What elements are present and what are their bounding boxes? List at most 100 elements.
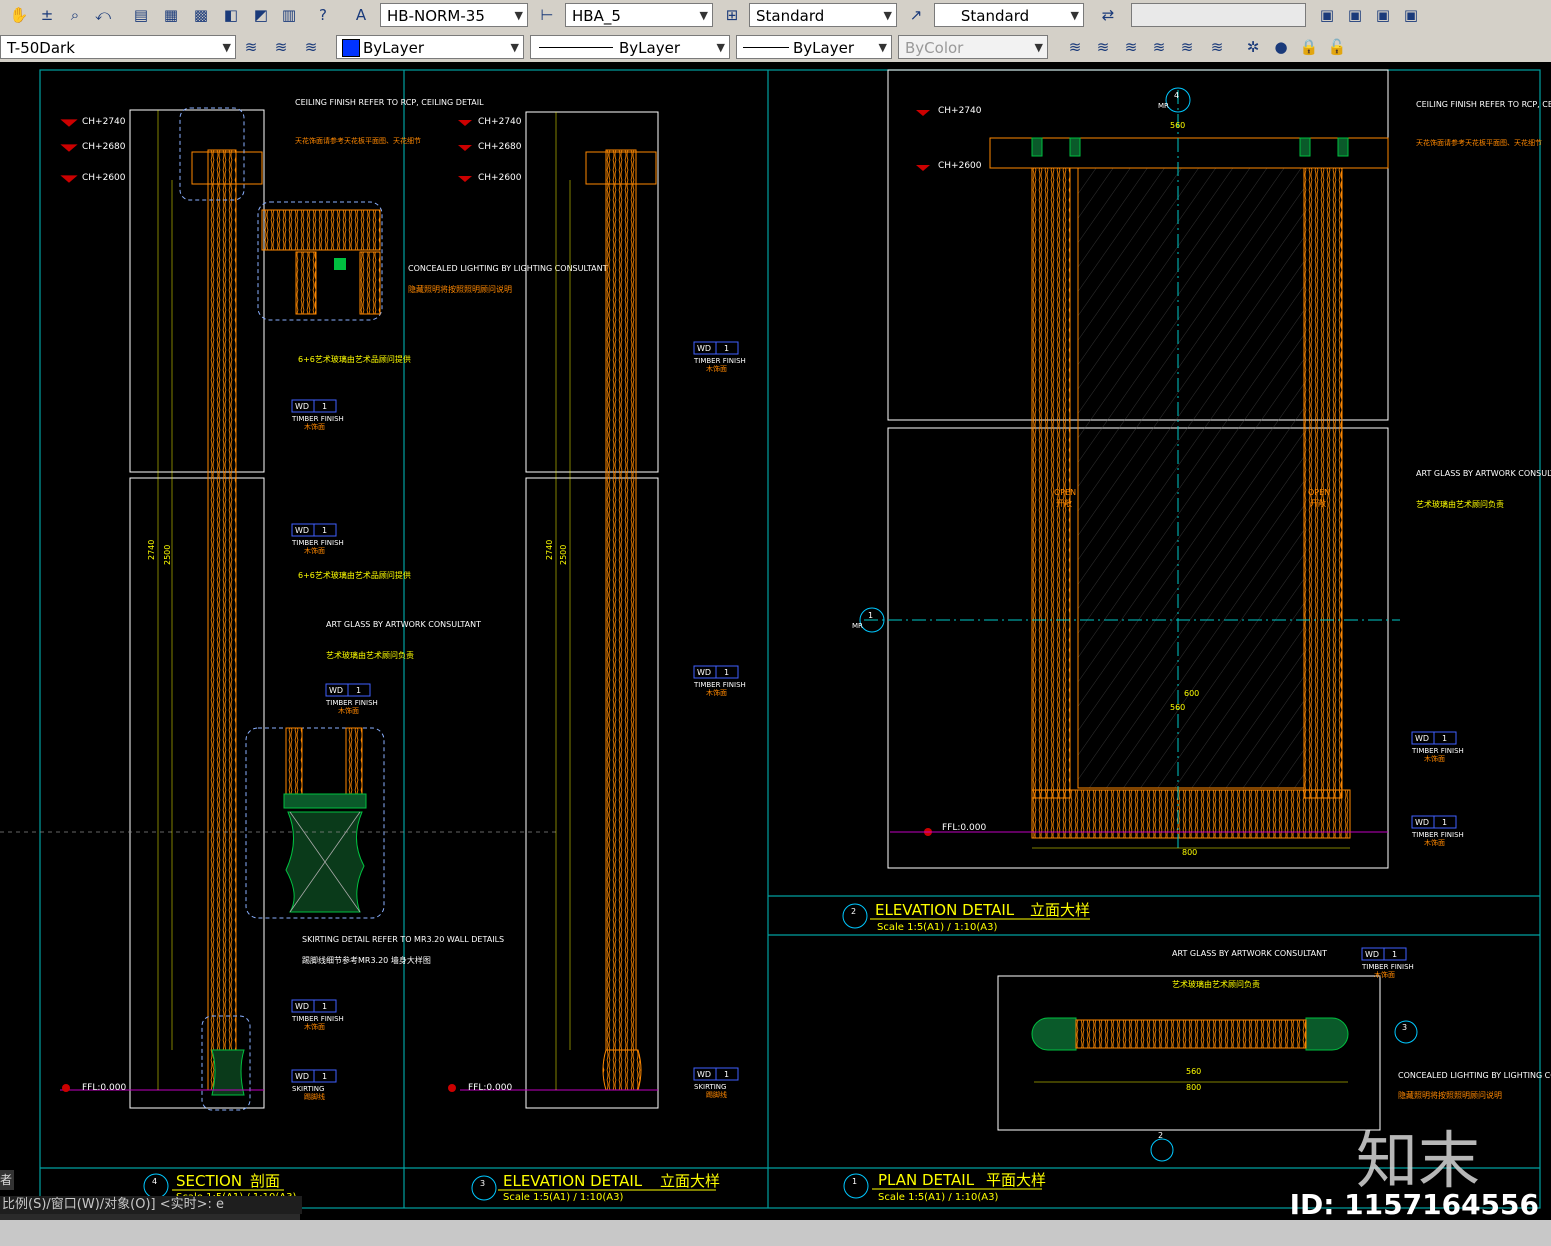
marker-top-mr: MR <box>1158 102 1169 110</box>
zoom-window-icon[interactable]: ⌕ <box>64 4 86 26</box>
wd-number: 1 <box>1392 950 1397 959</box>
ceiling-finish-note: CEILING FINISH REFER TO RCP, CEILING DET… <box>295 98 484 107</box>
wd-tag: WD1TIMBER FINISH木饰面 <box>693 666 746 697</box>
dim-style-select[interactable]: HBA_5▼ <box>565 3 713 27</box>
ceiling-finish-note-cn: 天花饰面请参考天花板平面图、天花细节 <box>295 136 421 145</box>
lineweight-select[interactable]: ByLayer▼ <box>736 35 892 59</box>
mleader-style-select[interactable]: Standard▼ <box>934 3 1084 27</box>
sheet-set-icon[interactable]: ◧ <box>220 4 242 26</box>
make-current-layer-icon[interactable]: ≋ <box>240 36 262 58</box>
plan-lighting-note: CONCEALED LIGHTING BY LIGHTING CONSULTAN… <box>1398 1071 1551 1080</box>
watermark-id: ID: 1157164556 <box>1290 1188 1539 1221</box>
layer-select[interactable]: T-50Dark▼ <box>0 35 236 59</box>
level-ch2600: CH+2600 <box>82 173 126 183</box>
help-icon[interactable]: ? <box>312 4 334 26</box>
layer-unlock-icon[interactable]: 🔓 <box>1326 36 1348 58</box>
wd-label: TIMBER FINISH <box>325 699 378 707</box>
color-select[interactable]: ByLayer▼ <box>336 35 524 59</box>
drawing-canvas[interactable]: CH+2740 CH+2680 CH+2600 FFL:0.000 2740 2… <box>0 62 1551 1220</box>
tool-palettes-icon[interactable]: ▩ <box>190 4 212 26</box>
layer-tool-5-icon[interactable]: ≋ <box>1176 36 1198 58</box>
open-left-cn: 开敞 <box>1056 498 1072 508</box>
elev3-level-ch2680: CH+2680 <box>478 142 522 152</box>
table-style-icon[interactable]: ⊞ <box>721 4 743 26</box>
wd-tag: WD1TIMBER FINISH木饰面 <box>291 400 344 431</box>
wd-code: WD <box>1415 734 1429 743</box>
text-style-icon[interactable]: A <box>350 4 372 26</box>
section-title-cn: 剖面 <box>250 1172 280 1190</box>
wd-number: 1 <box>322 402 327 411</box>
table-style-select[interactable]: Standard▼ <box>749 3 897 27</box>
viewport-icon[interactable]: ▣ <box>1316 4 1338 26</box>
design-center-icon[interactable]: ▦ <box>160 4 182 26</box>
layer-tool-1-icon[interactable]: ≋ <box>1064 36 1086 58</box>
wd-code: WD <box>295 1072 309 1081</box>
wd-tag: WD1TIMBER FINISH木饰面 <box>291 524 344 555</box>
wd-label-cn: 木饰面 <box>706 364 727 373</box>
visual-style-icon[interactable]: ⇄ <box>1097 4 1119 26</box>
markup-icon[interactable]: ◩ <box>250 4 272 26</box>
linetype-select[interactable]: ByLayer▼ <box>530 35 730 59</box>
art-glass-note-cn: 艺术玻璃由艺术顾问负责 <box>326 650 414 660</box>
open-left: OPEN <box>1054 488 1076 497</box>
layer-freeze-icon[interactable]: ✲ <box>1242 36 1264 58</box>
wd-tag: WD1TIMBER FINISH木饰面 <box>693 342 746 373</box>
layer-lock-icon[interactable]: 🔒 <box>1298 36 1320 58</box>
elevation-detail-3: CH+2740 CH+2680 CH+2600 FFL:0.000 2740 2… <box>448 112 720 1203</box>
concealed-lighting-note-cn: 隐藏照明将按照照明顾问说明 <box>408 284 512 294</box>
plan-title-num: 1 <box>852 1177 857 1186</box>
elev2-title-cn: 立面大样 <box>1030 901 1090 919</box>
wd-code: WD <box>697 1070 711 1079</box>
dim-2740-b: 2740 <box>545 540 554 560</box>
elev3-title: ELEVATION DETAIL <box>503 1172 643 1190</box>
elev2-title-num: 2 <box>851 907 856 916</box>
layer-tool-2-icon[interactable]: ≋ <box>1092 36 1114 58</box>
wd-label-cn: 木饰面 <box>338 706 359 715</box>
wd-tag: WD1SKIRTING踢脚线 <box>694 1068 738 1099</box>
pan-icon[interactable]: ✋ <box>8 4 30 26</box>
layer-states-icon[interactable]: ≋ <box>300 36 322 58</box>
layers-toolbar: T-50Dark▼ ≋ ≋ ≋ ByLayer▼ ByLayer▼ ByLaye… <box>0 32 1551 63</box>
wd-label: TIMBER FINISH <box>291 1015 344 1023</box>
elev2-ceiling-note-cn: 天花饰面请参考天花板平面图、天花细节 <box>1416 138 1542 147</box>
mleader-style-icon[interactable]: ↗ <box>905 4 927 26</box>
elev2-level-ch2740: CH+2740 <box>938 106 982 116</box>
wd-code: WD <box>1365 950 1379 959</box>
plan-title: PLAN DETAIL <box>878 1171 975 1189</box>
zoom-previous-icon[interactable]: ⤺ <box>92 4 114 26</box>
search-field[interactable] <box>1131 3 1306 27</box>
plan-marker-bottom: 2 <box>1158 1131 1163 1140</box>
elev2-scale: Scale 1:5(A1) / 1:10(A3) <box>877 922 997 933</box>
clip-viewport-icon[interactable]: ▣ <box>1372 4 1394 26</box>
level-ch2740: CH+2740 <box>82 117 126 127</box>
wd-label-cn: 木饰面 <box>304 1022 325 1031</box>
layer-tool-6-icon[interactable]: ≋ <box>1206 36 1228 58</box>
dim-style-icon[interactable]: ⊢ <box>536 4 558 26</box>
lineweight-sample <box>743 47 789 48</box>
wd-label: TIMBER FINISH <box>1361 963 1414 971</box>
wd-label-cn: 踢脚线 <box>304 1092 325 1101</box>
properties-icon[interactable]: ▤ <box>130 4 152 26</box>
layer-previous-icon[interactable]: ≋ <box>270 36 292 58</box>
command-line[interactable]: 比例(S)/窗口(W)/对象(O)] <实时>: e <box>0 1196 302 1214</box>
marker-left-num: 1 <box>868 611 873 620</box>
layout-viewport-icon[interactable]: ▣ <box>1344 4 1366 26</box>
wd-label: SKIRTING <box>292 1085 324 1093</box>
layer-tool-3-icon[interactable]: ≋ <box>1120 36 1142 58</box>
wd-label-cn: 木饰面 <box>304 422 325 431</box>
scale-viewport-icon[interactable]: ▣ <box>1400 4 1422 26</box>
skirting-detail-note: SKIRTING DETAIL REFER TO MR3.20 WALL DET… <box>302 935 504 944</box>
layer-off-icon[interactable]: ● <box>1270 36 1292 58</box>
wd-number: 1 <box>1442 734 1447 743</box>
elev3-level-ch2600: CH+2600 <box>478 173 522 183</box>
calculator-icon[interactable]: ▥ <box>278 4 300 26</box>
elev3-title-cn: 立面大样 <box>660 1172 720 1190</box>
plan-art-glass-note-cn: 艺术玻璃由艺术顾问负责 <box>1172 979 1260 989</box>
marker-top-num: 4 <box>1174 91 1179 100</box>
layer-tool-4-icon[interactable]: ≋ <box>1148 36 1170 58</box>
wd-number: 1 <box>1442 818 1447 827</box>
zoom-realtime-icon[interactable]: ± <box>36 4 58 26</box>
wd-number: 1 <box>322 1072 327 1081</box>
text-style-select[interactable]: HB-NORM-35▼ <box>380 3 528 27</box>
plan-dim-560: 560 <box>1186 1067 1201 1076</box>
